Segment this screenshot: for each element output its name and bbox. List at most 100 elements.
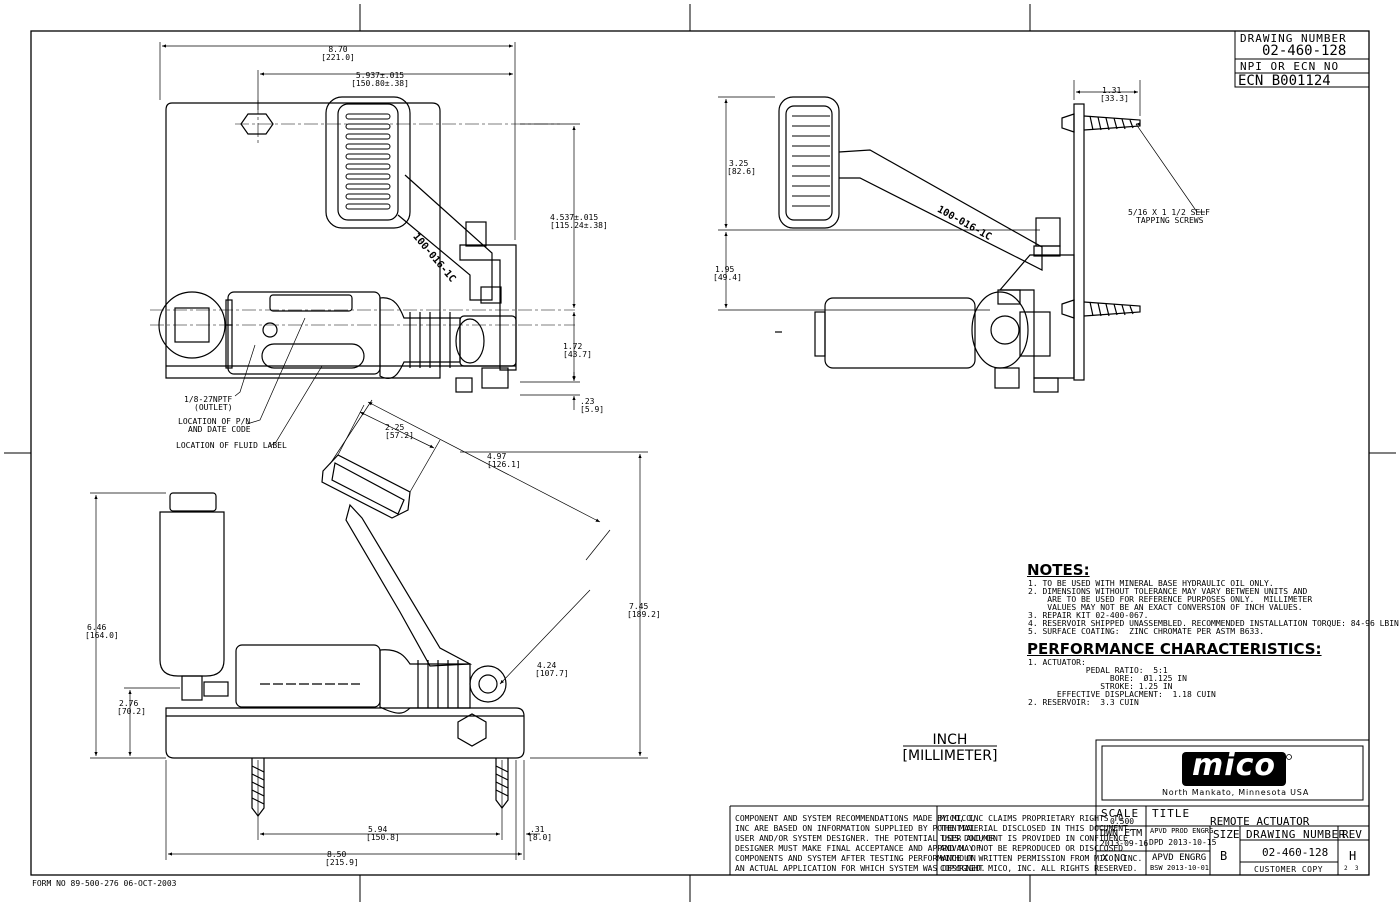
- iso-view: [159, 454, 525, 817]
- apvd-engrg-value: BSW 2013-10-01: [1150, 864, 1210, 872]
- perf-3: BORE: Ø1.125 IN: [1028, 674, 1187, 683]
- mico-logo: mico: [1192, 748, 1276, 783]
- rev-value: H: [1349, 849, 1357, 863]
- title-label: TITLE: [1152, 807, 1191, 820]
- scale-value: 0.500: [1110, 817, 1135, 826]
- dim-overall-height: 7.45: [629, 602, 649, 611]
- dim-port-height: 2.76: [119, 699, 139, 708]
- callout-fluid-label: LOCATION OF FLUID LABEL: [176, 441, 287, 450]
- dim-reservoir-height: 6.46: [87, 623, 107, 632]
- dim-pedal-width-mm: [57.2]: [385, 431, 414, 440]
- dim-edge-offset: .31: [530, 825, 545, 834]
- disclaimer-left-2: INC ARE BASED ON INFORMATION SUPPLIED BY…: [735, 824, 976, 833]
- disclaimer-right-1: MICO, INC CLAIMS PROPRIETARY RIGHTS TO: [940, 814, 1124, 823]
- dim-pedal-reach-mm: [126.1]: [487, 460, 521, 469]
- side-dimensions: [718, 80, 1205, 311]
- callout-outlet: 1/8-27NPTF: [184, 395, 233, 404]
- title-block-frame: [729, 739, 1370, 875]
- mico-logo-mark: [1182, 752, 1292, 786]
- dim-mount-spacing-mm: [150.8]: [366, 833, 400, 842]
- rev-label: REV: [1342, 828, 1362, 841]
- note-2b: ARE TO BE USED FOR REFERENCE PURPOSES ON…: [1028, 595, 1313, 604]
- units-secondary: [MILLIMETER]: [902, 748, 998, 764]
- performance-heading: PERFORMANCE CHARACTERISTICS:: [1027, 640, 1322, 658]
- dim-pivot-reach-mm: [107.7]: [535, 669, 569, 678]
- dim-height: 4.537±.015: [550, 213, 599, 222]
- notes-heading: NOTES:: [1027, 561, 1090, 579]
- dim-reservoir-height-mm: [164.0]: [85, 631, 119, 640]
- dim-side-width: 1.31: [1102, 86, 1122, 95]
- units-primary: INCH: [932, 732, 968, 748]
- dim-base-width-mm: [215.9]: [325, 858, 359, 867]
- dim-pedal-width: 2.25: [385, 423, 405, 432]
- drawn-date: 2013-09-16: [1100, 839, 1149, 848]
- dim-pivot-reach: 4.24: [537, 661, 557, 670]
- customer-copy-label: CUSTOMER COPY: [1254, 865, 1324, 874]
- disclaimer-left-3: USER AND/OR SYSTEM DESIGNER. THE POTENTI…: [735, 834, 996, 843]
- disclaimer-left-4: DESIGNER MUST MAKE FINAL ACCEPTANCE AND …: [735, 844, 981, 853]
- front-dimensions: [159, 42, 580, 447]
- company-location: North Mankato, Minnesota USA: [1162, 788, 1310, 797]
- scale-label: SCALE: [1101, 807, 1140, 820]
- screws-callout: 5/16 X 1 1/2 SELF: [1128, 208, 1210, 217]
- note-2c: VALUES MAY NOT BE AN EXACT CONVERSION OF…: [1028, 603, 1303, 612]
- dim-pedal-offset: 5.937±.015: [355, 71, 405, 80]
- callout-pn-location: LOCATION OF P/N: [178, 417, 251, 426]
- callout-pn-location-sub: AND DATE CODE: [188, 425, 251, 434]
- screws-callout-sub: TAPPING SCREWS: [1136, 216, 1204, 225]
- callout-outlet-sub: (OUTLET): [194, 403, 233, 412]
- dim-overall-width-mm: [221.0]: [321, 53, 355, 62]
- size-label: SIZE: [1213, 828, 1240, 841]
- dim-side-width-mm: [33.3]: [1100, 94, 1129, 103]
- disclaimer-right-5: WITHOUT WRITTEN PERMISSION FROM MICO, IN…: [940, 854, 1143, 863]
- dim-overall-height-mm: [189.2]: [627, 610, 661, 619]
- sheet-value: 2 3: [1344, 865, 1359, 872]
- side-view: [775, 96, 1141, 393]
- xno-label: X NO: [1102, 853, 1127, 864]
- disclaimer-left-6: AN ACTUAL APPLICATION FOR WHICH SYSTEM W…: [735, 864, 986, 873]
- dim-height-mm: [115.24±.38]: [550, 221, 608, 230]
- note-1: 1. TO BE USED WITH MINERAL BASE HYDRAULI…: [1028, 579, 1274, 588]
- dim-axis-height-mm: [43.7]: [563, 350, 592, 359]
- xno-value: -: [1118, 864, 1123, 873]
- form-number: FORM NO 89-500-276 06-OCT-2003: [32, 879, 177, 888]
- dim-overall-width: 8.70: [328, 45, 348, 54]
- sheet-border: [4, 4, 1396, 902]
- perf-5: EFFECTIVE DISPLACMENT: 1.18 CUIN: [1028, 690, 1216, 699]
- disclaimer-right-3: THIS DOCUMENT IS PROVIDED IN CONFIDENCE: [940, 834, 1128, 843]
- drawing-number-label: DRAWING NUMBER: [1240, 32, 1347, 45]
- dim-base-width: 8.50: [327, 850, 347, 859]
- ecn-label: NPI OR ECN NO: [1240, 60, 1340, 73]
- dim-pedal-height-mm: [82.6]: [727, 167, 756, 176]
- perf-4: STROKE: 1.25 IN: [1028, 682, 1173, 691]
- drawing-number-box-frame: [1234, 30, 1370, 88]
- note-2: 2. DIMENSIONS WITHOUT TOLERANCE MAY VARY…: [1028, 587, 1308, 596]
- title-value: REMOTE ACTUATOR: [1210, 815, 1310, 828]
- note-3: 3. REPAIR KIT 02-400-067.: [1028, 611, 1149, 620]
- note-4: 4. RESERVOIR SHIPPED UNASSEMBLED. RECOMM…: [1028, 619, 1400, 628]
- dim-port-height-mm: [70.2]: [117, 707, 146, 716]
- apvd-prod-value: DPD 2013-10-15: [1149, 838, 1217, 847]
- perf-2: PEDAL RATIO: 5:1: [1028, 666, 1168, 675]
- note-5: 5. SURFACE COATING: ZINC CHROMATE PER AS…: [1028, 627, 1265, 636]
- perf-6: 2. RESERVOIR: 3.3 CUIN: [1028, 698, 1139, 707]
- dim-pivot-height: 1.95: [715, 265, 735, 274]
- dim-axis-height: 1.72: [563, 342, 583, 351]
- disclaimer-left-1: COMPONENT AND SYSTEM RECOMMENDATIONS MAD…: [735, 814, 976, 823]
- dn-label: DRAWING NUMBER: [1246, 828, 1346, 841]
- iso-dimensions: [90, 399, 648, 860]
- dim-pivot-height-mm: [49.4]: [713, 273, 742, 282]
- dim-pedal-offset-mm: [150.80±.38]: [351, 79, 409, 88]
- drawing-number-value: 02-460-128: [1262, 43, 1347, 59]
- size-value: B: [1220, 849, 1228, 863]
- ecn-value: ECN B001124: [1238, 73, 1331, 89]
- dim-base-gap-mm: [5.9]: [580, 405, 605, 414]
- dim-edge-offset-mm: [8.0]: [528, 833, 553, 842]
- perf-1: 1. ACTUATOR:: [1028, 658, 1086, 667]
- drawn-label: DWN ETM: [1100, 828, 1143, 839]
- dim-pedal-reach: 4.97: [487, 452, 507, 461]
- disclaimer-right-4: AND MAY NOT BE REPRODUCED OR DISCLOSED: [940, 844, 1124, 853]
- dim-pedal-height: 3.25: [729, 159, 749, 168]
- front-view: [158, 96, 517, 393]
